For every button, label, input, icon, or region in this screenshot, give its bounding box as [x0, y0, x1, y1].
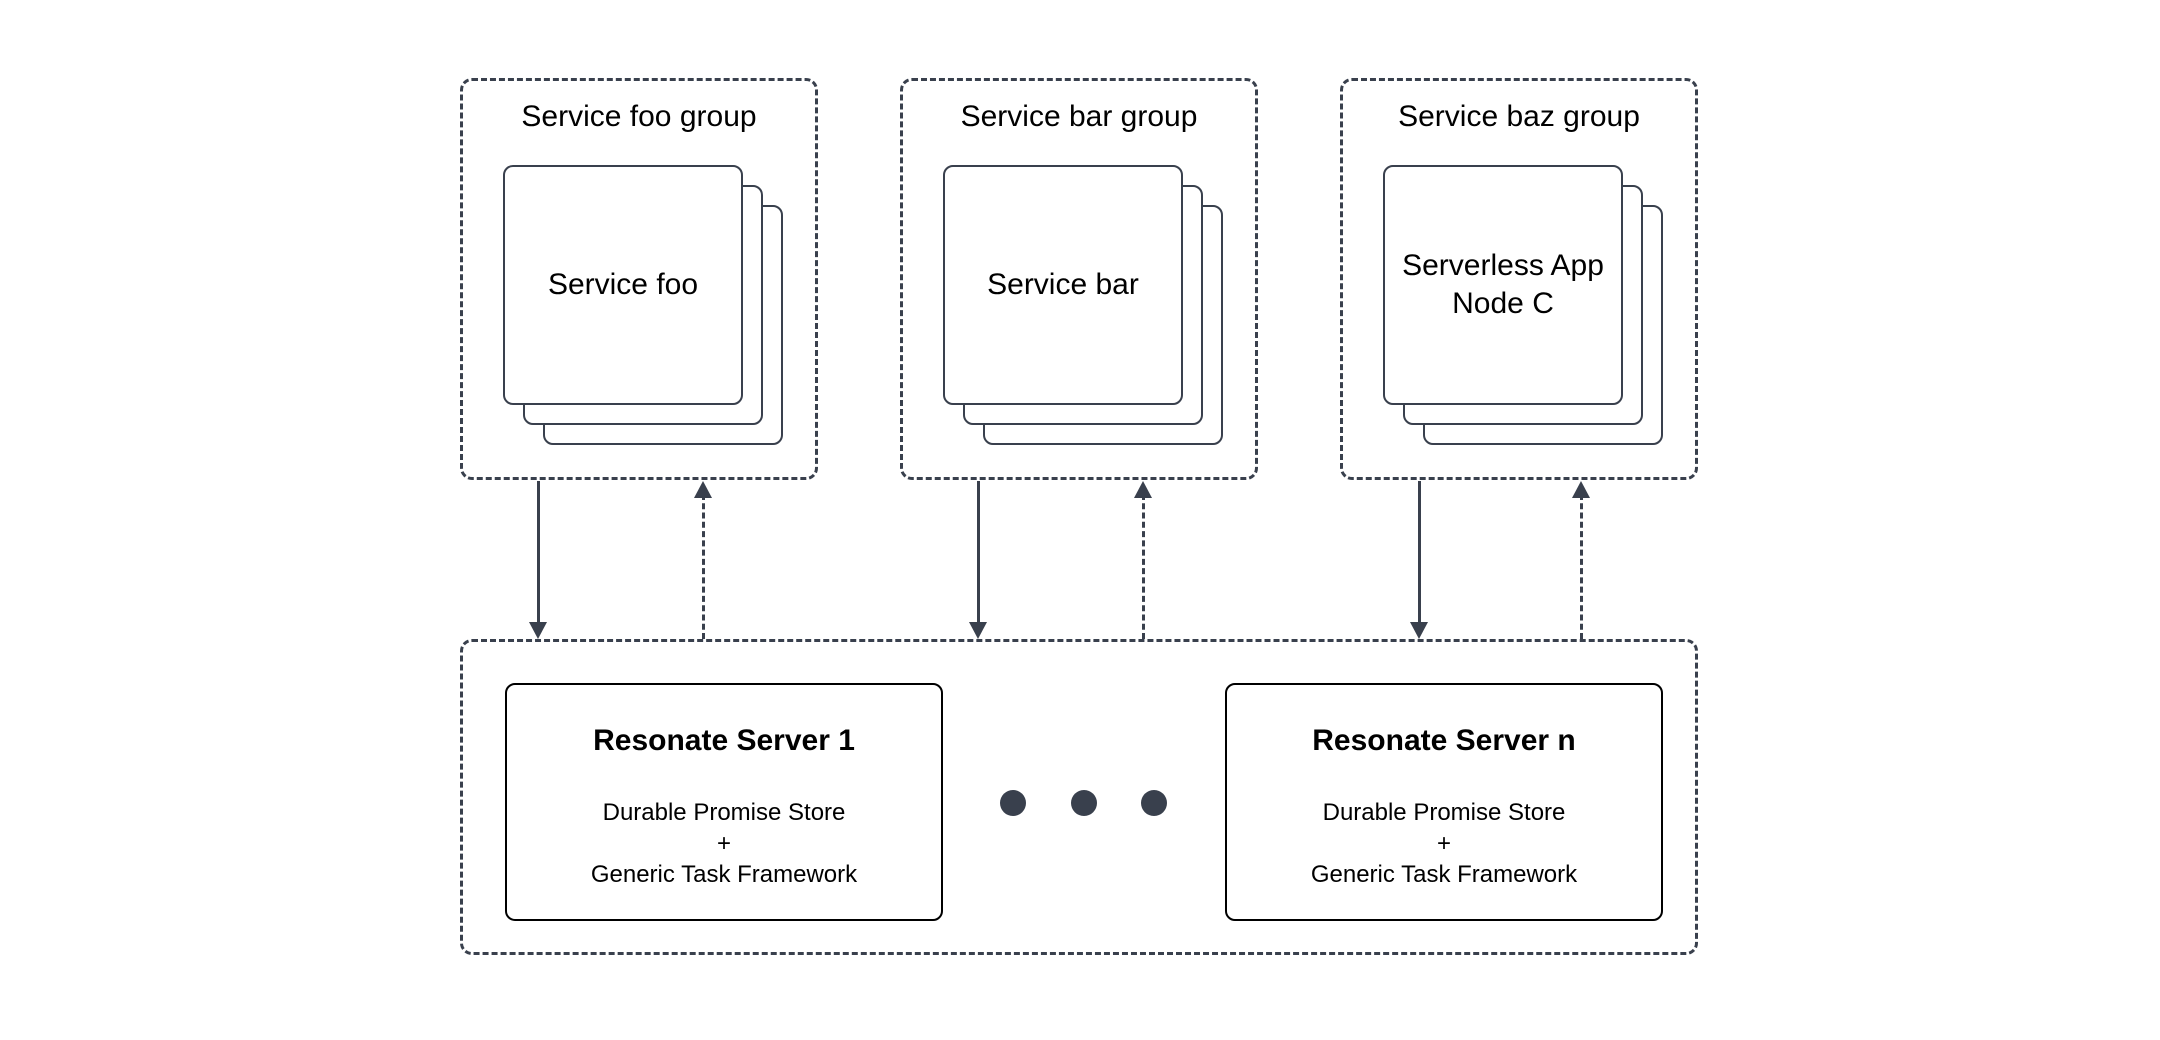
arrowhead-up-icon: [694, 481, 712, 498]
ellipsis-dot: [1000, 790, 1026, 816]
service-bar-node-card: Service bar: [943, 165, 1183, 405]
group-title: Service foo group: [521, 100, 757, 133]
arrow-stem: [1579, 494, 1583, 639]
server-description-line: +: [1436, 830, 1451, 857]
service-foo-group-box: Service foo group Service foo: [460, 78, 818, 480]
up-dashed-arrow-connector: [1134, 481, 1152, 639]
service-foo-node-stack: Service foo: [503, 165, 783, 445]
server-description: Durable Promise Store + Generic Task Fra…: [1227, 797, 1661, 890]
server-description-line: Generic Task Framework: [1310, 861, 1578, 888]
arrowhead-down-icon: [1410, 622, 1428, 639]
up-dashed-arrow-connector: [694, 481, 712, 639]
server-description-line: Generic Task Framework: [590, 861, 858, 888]
node-label: Service foo: [547, 268, 699, 301]
service-baz-node-card: Serverless App Node C: [1383, 165, 1623, 405]
server-title: Resonate Server 1: [593, 724, 855, 757]
arrow-stem: [1417, 481, 1421, 626]
node-label: Service bar: [987, 268, 1139, 301]
ellipsis-dot: [1141, 790, 1167, 816]
arrowhead-down-icon: [969, 622, 987, 639]
arrow-stem: [1141, 494, 1145, 639]
service-baz-group-box: Service baz group Serverless App Node C: [1340, 78, 1698, 480]
resonate-server-1-box: Resonate Server 1 Durable Promise Store …: [505, 683, 943, 921]
group-title: Service bar group: [960, 100, 1198, 133]
up-dashed-arrow-connector: [1572, 481, 1590, 639]
server-description-line: Durable Promise Store: [1322, 799, 1566, 826]
resonate-cluster-box: Resonate Server 1 Durable Promise Store …: [460, 639, 1698, 955]
arrowhead-down-icon: [529, 622, 547, 639]
arrow-stem: [976, 481, 980, 626]
server-description-line: Durable Promise Store: [602, 799, 846, 826]
arrow-stem: [536, 481, 540, 626]
service-bar-group-box: Service bar group Service bar: [900, 78, 1258, 480]
server-description-line: +: [716, 830, 731, 857]
server-title: Resonate Server n: [1312, 724, 1576, 757]
down-arrow-connector: [1410, 481, 1428, 639]
service-bar-node-stack: Service bar: [943, 165, 1223, 445]
resonate-server-n-box: Resonate Server n Durable Promise Store …: [1225, 683, 1663, 921]
down-arrow-connector: [969, 481, 987, 639]
arrowhead-up-icon: [1572, 481, 1590, 498]
arrowhead-up-icon: [1134, 481, 1152, 498]
arrow-stem: [701, 494, 705, 639]
service-baz-node-stack: Serverless App Node C: [1383, 165, 1663, 445]
ellipsis-dot: [1071, 790, 1097, 816]
down-arrow-connector: [529, 481, 547, 639]
server-description: Durable Promise Store + Generic Task Fra…: [507, 797, 941, 890]
node-label: Serverless App Node C: [1402, 249, 1604, 320]
service-foo-node-card: Service foo: [503, 165, 743, 405]
group-title: Service baz group: [1398, 100, 1640, 133]
